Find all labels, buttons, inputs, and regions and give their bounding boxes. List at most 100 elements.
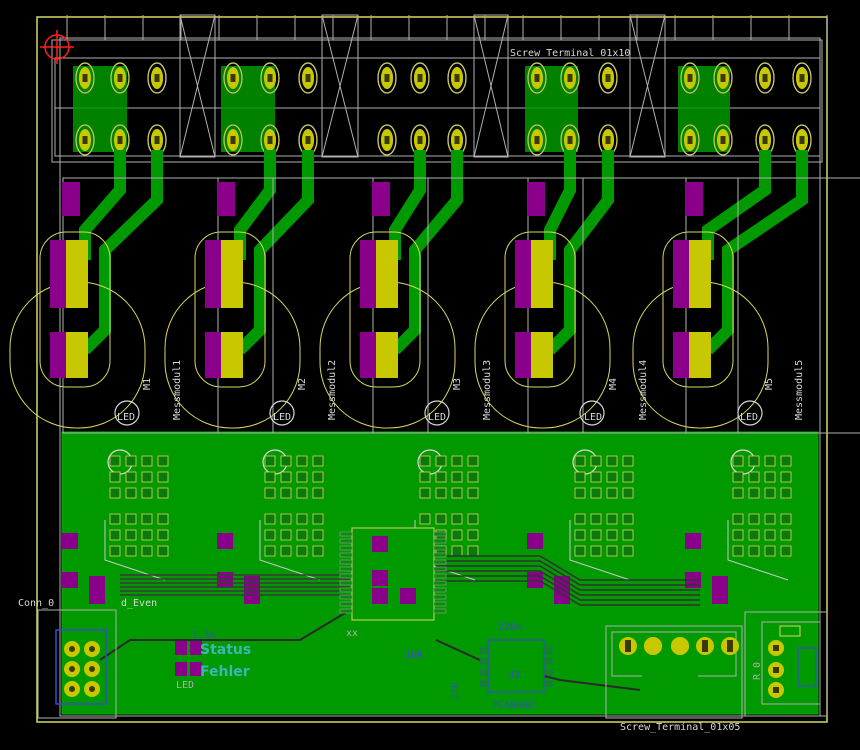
module-led-2: LED xyxy=(273,412,291,423)
ground-pad-a-3 xyxy=(527,533,543,549)
smd-part-lower xyxy=(467,513,479,525)
smd-part xyxy=(606,487,618,499)
smd-part-lower xyxy=(574,529,586,541)
led-circle-3 xyxy=(579,400,605,426)
ground-pad-a-4 xyxy=(685,533,701,549)
right-header-hole-2 xyxy=(773,687,779,693)
smd-part xyxy=(451,455,463,467)
conn-hole xyxy=(89,646,95,652)
u1-pin-right xyxy=(433,552,447,558)
smd-part xyxy=(296,455,308,467)
smd-part xyxy=(732,471,744,483)
x-box-0 xyxy=(179,14,216,158)
smd-part xyxy=(590,471,602,483)
terminal-pad-top-r-14-outline xyxy=(755,62,775,94)
smd-part-lower xyxy=(606,545,618,557)
right-header-part xyxy=(797,647,817,687)
smd-part xyxy=(280,455,292,467)
smd-part-lower xyxy=(451,513,463,525)
smd-part-lower xyxy=(590,545,602,557)
terminal-pad-top-r-8-outline xyxy=(447,62,467,94)
smd-part xyxy=(590,455,602,467)
module-inner-oval-1 xyxy=(194,231,266,388)
terminal-pad-top-r-13-outline xyxy=(713,62,733,94)
trace-b-0 xyxy=(80,150,163,355)
smd-part xyxy=(467,471,479,483)
terminal-pad-bot-r-6-outline xyxy=(377,124,397,156)
led-circle-2 xyxy=(424,400,450,426)
bottom-terminal-pad-redraw xyxy=(644,637,662,655)
smd-pad-c-4 xyxy=(673,332,689,378)
smd-part xyxy=(264,487,276,499)
terminal-pad-top-r-14-hole xyxy=(762,74,768,82)
u1-pin-right xyxy=(433,601,447,607)
smd-part xyxy=(764,487,776,499)
smd-part xyxy=(157,471,169,483)
smd-part xyxy=(125,487,137,499)
u1-pin-left xyxy=(339,545,353,551)
smd-part-lower xyxy=(574,545,586,557)
connector-label: Conn_0 xyxy=(18,598,54,609)
terminal-pad-bot-r-4-hole xyxy=(267,136,273,144)
bus-trace-right xyxy=(436,580,700,606)
module-ref-5: M5 xyxy=(764,378,775,390)
smd-part-lower xyxy=(296,529,308,541)
terminal-pad-top-r-9-hole xyxy=(534,74,540,82)
smd-part xyxy=(780,487,792,499)
u1-pad-c xyxy=(372,588,388,604)
smd-part xyxy=(109,455,121,467)
smd-part xyxy=(764,455,776,467)
terminal-pad-bot-r-9-hole xyxy=(534,136,540,144)
conn-hole xyxy=(89,666,95,672)
terminal-pad-top-r-15-hole xyxy=(799,74,805,82)
terminal-pad-bot-r-5-hole xyxy=(305,136,311,144)
terminal-pad-top-r-11-hole xyxy=(605,74,611,82)
smd-part-lower xyxy=(467,545,479,557)
u1-pin-right xyxy=(433,531,447,537)
u1-pin-right xyxy=(433,559,447,565)
u1-pin-left xyxy=(339,538,353,544)
signal-line-3 xyxy=(569,520,631,581)
smd-part xyxy=(435,471,447,483)
ground-pad-c-0 xyxy=(89,576,105,604)
smd-pad-b-1 xyxy=(221,240,243,308)
signal-line-1 xyxy=(259,520,321,581)
ground-pad-b-1 xyxy=(217,572,233,588)
u1-pin-right xyxy=(433,566,447,572)
terminal-pad-bot-r-13-outline xyxy=(713,124,733,156)
smd-part-lower xyxy=(732,545,744,557)
module-name-1: Messmodul1 xyxy=(172,360,183,420)
bottom-terminal-label: Screw_Terminal_01x05 xyxy=(620,722,740,733)
u1-pin-left xyxy=(339,552,353,558)
smd-part-lower xyxy=(622,545,634,557)
smd-part xyxy=(622,455,634,467)
smd-pad-a-0 xyxy=(50,240,66,308)
smd-part-lower xyxy=(435,513,447,525)
terminal-pad-bot-r-12-outline xyxy=(680,124,700,156)
terminal-pad-top-r-4-hole xyxy=(267,74,273,82)
smd-part xyxy=(732,455,744,467)
res-1k5: 1.5k xyxy=(192,630,216,641)
ic-u1-label: xx xyxy=(346,628,358,639)
terminal-pad-top-r-1-outline xyxy=(110,62,130,94)
smd-pad-b-0 xyxy=(66,240,88,308)
terminal-pad-top-r-8-hole xyxy=(454,74,460,82)
smd-pad-top-3 xyxy=(527,182,545,216)
smd-part-lower xyxy=(312,529,324,541)
pca-pin-left xyxy=(479,680,489,687)
terminal-pad-top-r-3-outline xyxy=(223,62,243,94)
fehler-led-pad-b xyxy=(190,662,202,676)
module-ref-4: M4 xyxy=(608,378,619,390)
smd-pad-b-3 xyxy=(531,240,553,308)
conn-hole xyxy=(69,686,75,692)
bus-trace-right xyxy=(436,565,700,591)
smd-pad-a-2 xyxy=(360,240,376,308)
smd-part xyxy=(264,455,276,467)
terminal-pad-top-r-4-outline xyxy=(260,62,280,94)
smd-part-lower xyxy=(280,545,292,557)
u1-pin-right xyxy=(433,587,447,593)
bus-trace-right xyxy=(436,555,700,581)
smd-part-lower xyxy=(748,529,760,541)
u1-pin-right xyxy=(433,608,447,614)
smd-part xyxy=(109,487,121,499)
